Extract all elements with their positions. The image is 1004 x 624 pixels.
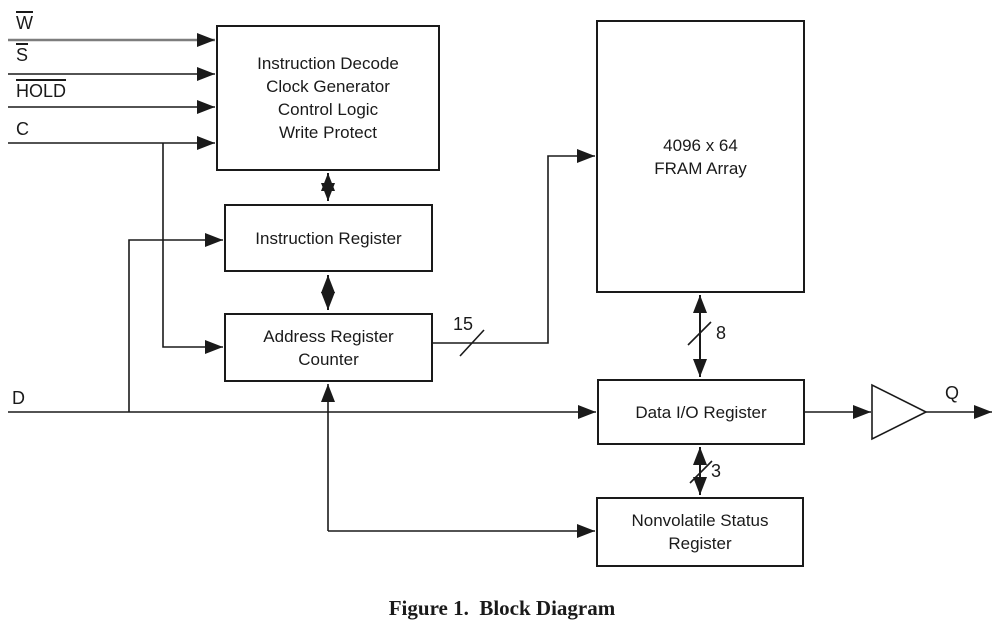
wire-d-to-instruction-register (128, 233, 223, 412)
block-nonvolatile-status-register: Nonvolatile Status Register (596, 497, 804, 567)
wire-address-bus-to-fram (433, 149, 595, 344)
block-data-io-register: Data I/O Register (597, 379, 805, 445)
block-address-register-counter: Address Register Counter (224, 313, 433, 382)
signal-label-d: D (12, 388, 25, 408)
bus-width-label-15: 15 (453, 314, 474, 334)
bus-width-label-8: 8 (716, 323, 727, 343)
signal-label-c: C (16, 119, 29, 139)
bus-slash-15 (459, 329, 485, 357)
block-instruction-decode: Instruction Decode Clock Generator Contr… (216, 25, 440, 171)
bus-width-label-3: 3 (711, 461, 722, 481)
signal-label-hold: HOLD (16, 81, 67, 101)
block-fram-array: 4096 x 64 FRAM Array (596, 20, 805, 293)
output-buffer-triangle (871, 383, 928, 441)
signal-label-q: Q (945, 383, 960, 403)
figure-caption: Figure 1. Block Diagram (388, 596, 616, 620)
signal-label-s: S (16, 45, 29, 65)
bus-slash-3 (689, 460, 713, 484)
wire-c-to-address-counter (162, 143, 223, 354)
signal-label-w: W (16, 13, 33, 33)
block-instruction-register: Instruction Register (224, 204, 433, 272)
bus-slash-8 (687, 321, 712, 346)
